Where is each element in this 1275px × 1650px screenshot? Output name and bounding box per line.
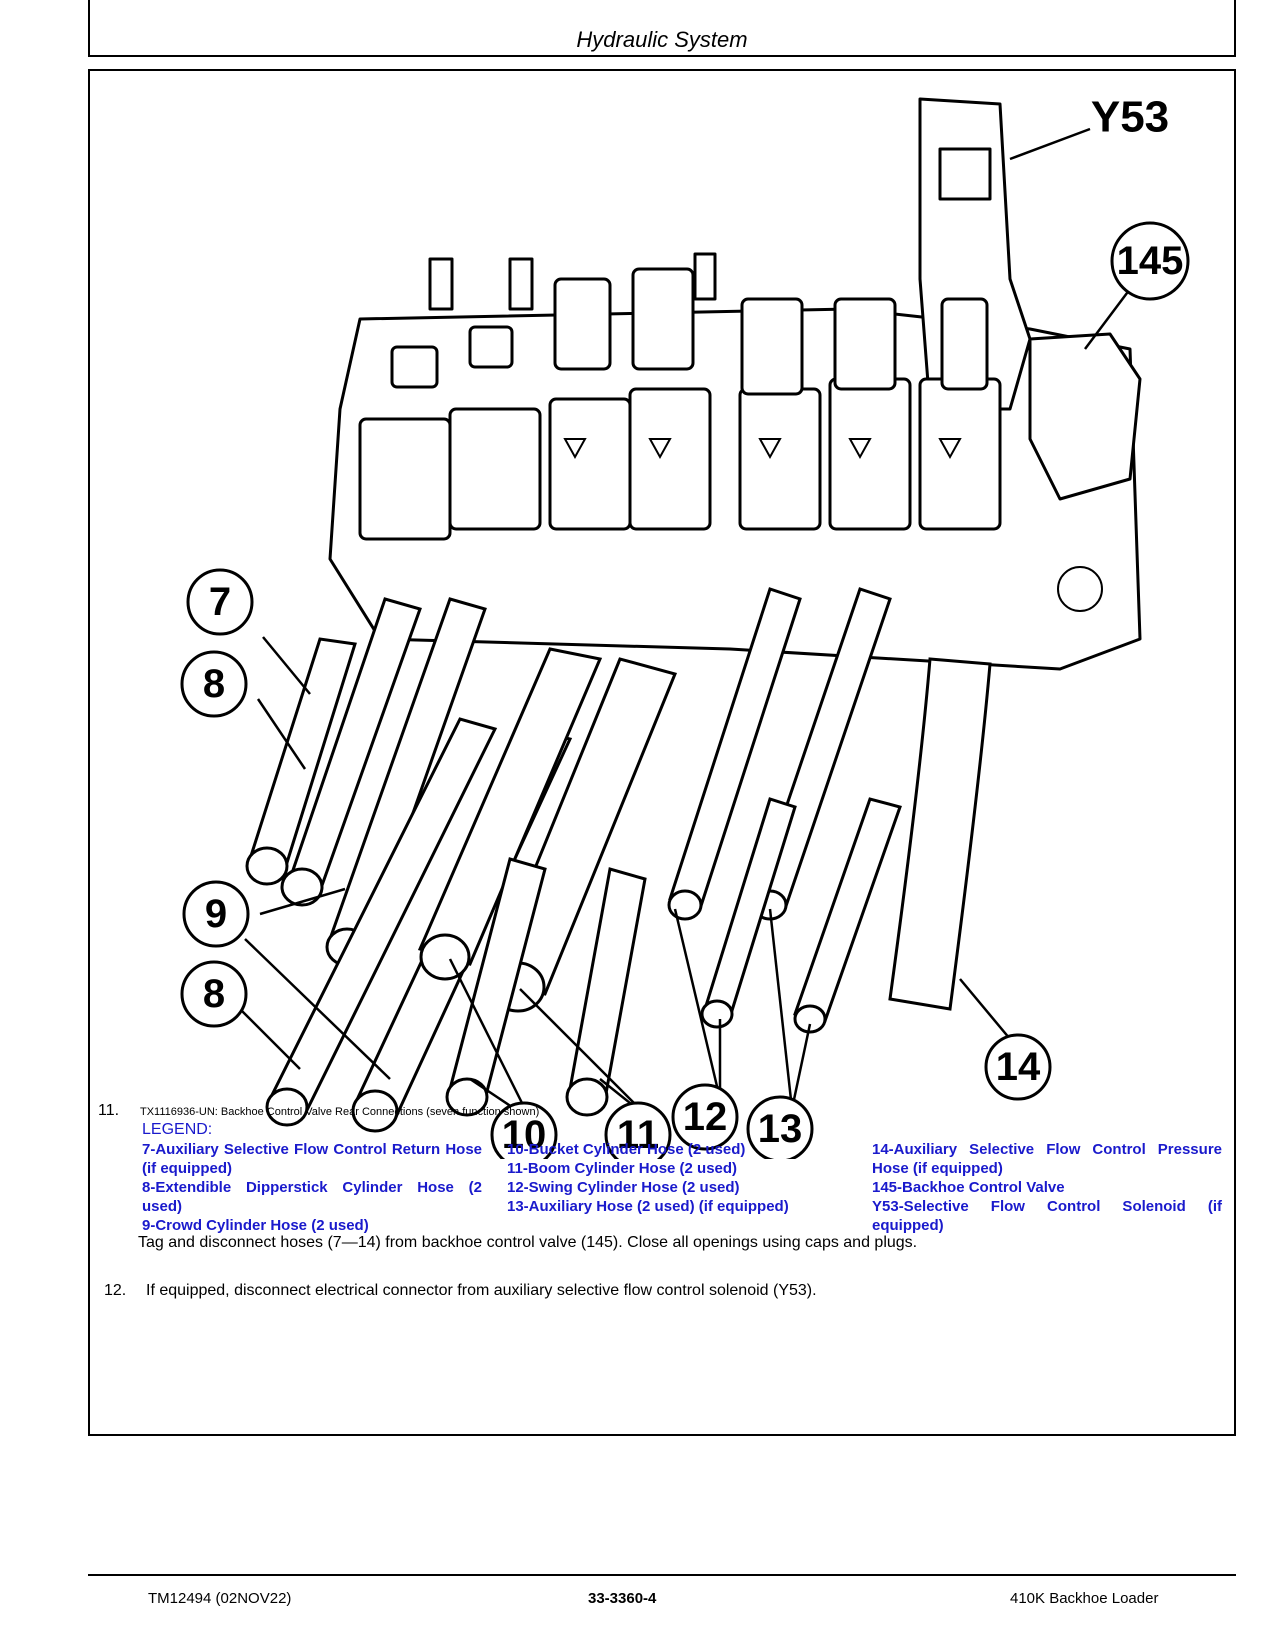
svg-text:12: 12 [683,1095,728,1139]
header-frame: Hydraulic System [88,0,1236,57]
legend-column-2: 10-Bucket Cylinder Hose (2 used) 11-Boom… [507,1140,837,1216]
callout-9: 9 [182,880,250,948]
callout-leaders [239,127,1131,1121]
step-11-instruction: Tag and disconnect hoses (7—14) from bac… [138,1234,918,1251]
callout-12: 12 [671,1083,739,1151]
callout-14: 14 [984,1033,1052,1101]
step-11-number: 11. [98,1102,120,1119]
legend-item-13: 13-Auxiliary Hose (2 used) (if equipped) [507,1198,789,1215]
svg-text:14: 14 [996,1045,1041,1089]
callout-11: 11 [604,1101,672,1169]
control-valve-drawing [328,97,1142,671]
footer-doc-id: TM12494 (02NOV22) [148,1590,292,1607]
callout-145: 145 [1110,221,1190,301]
svg-text:8: 8 [203,972,225,1016]
valve-illustration: 7 8 9 8 10 11 12 13 14 [130,79,1198,1169]
svg-text:145: 145 [1117,239,1184,283]
content-frame: 7 8 9 8 10 11 12 13 14 [88,69,1236,1436]
svg-text:Y53: Y53 [1091,93,1169,142]
legend-item-8: 8-Extendible Dipperstick Cylinder Hose (… [142,1179,482,1215]
legend-item-14: 14-Auxiliary Selective Flow Control Pres… [872,1141,1222,1177]
hoses-drawing [245,587,992,1133]
figure-caption: TX1116936-UN: Backhoe Control Valve Rear… [140,1106,540,1118]
svg-text:7: 7 [209,580,231,624]
legend-item-12: 12-Swing Cylinder Hose (2 used) [507,1179,740,1196]
callout-13: 13 [746,1095,814,1163]
callout-8-top: 8 [180,650,248,718]
section-title: Hydraulic System [576,27,748,52]
footer-page-number: 33-3360-4 [588,1590,657,1607]
footer-model: 410K Backhoe Loader [1010,1590,1159,1607]
legend-title: LEGEND: [142,1121,213,1138]
legend-item-11: 11-Boom Cylinder Hose (2 used) [507,1160,738,1177]
valve-sections [358,377,1002,541]
svg-text:8: 8 [203,662,225,706]
footer-rule [88,1574,1236,1576]
legend-item-y53: Y53-Selective Flow Control Solenoid (if … [872,1198,1222,1234]
step-12-instruction: If equipped, disconnect electrical conne… [146,1282,817,1299]
svg-text:11: 11 [617,1113,659,1157]
legend-item-9: 9-Crowd Cylinder Hose (2 used) [142,1217,369,1234]
legend-item-7: 7-Auxiliary Selective Flow Control Retur… [142,1141,482,1177]
callout-7: 7 [186,568,254,636]
callout-y53: Y53 [1091,93,1169,142]
svg-text:9: 9 [205,892,227,936]
legend-column-1: 7-Auxiliary Selective Flow Control Retur… [142,1140,482,1235]
legend-column-3: 14-Auxiliary Selective Flow Control Pres… [872,1140,1222,1235]
step-12-number: 12. [104,1282,127,1299]
callout-8-bottom: 8 [180,960,248,1028]
svg-text:13: 13 [758,1107,803,1151]
svg-text:10: 10 [502,1113,547,1157]
legend-item-145: 145-Backhoe Control Valve [872,1179,1065,1196]
relief-valve-caps [390,252,989,396]
legend-item-10: 10-Bucket Cylinder Hose (2 used) [507,1141,746,1158]
